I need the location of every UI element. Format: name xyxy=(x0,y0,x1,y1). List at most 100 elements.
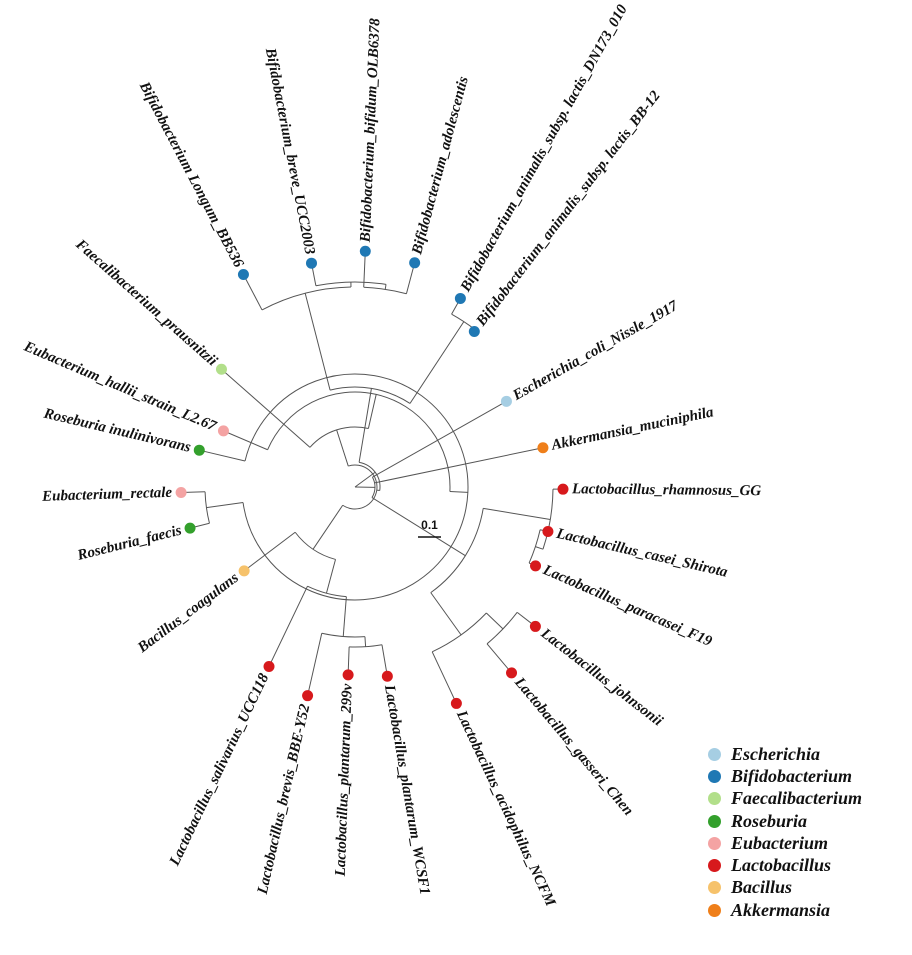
leaf-tip-dot xyxy=(238,565,250,577)
tree-branches xyxy=(181,251,563,704)
branch-line xyxy=(363,251,366,288)
branch-line xyxy=(199,449,246,462)
leaf-tip-dot xyxy=(530,560,542,572)
branch-arc xyxy=(294,531,336,560)
branch-line xyxy=(372,400,507,478)
legend-dot xyxy=(708,881,721,895)
branch-arc xyxy=(542,489,554,550)
branch-arc xyxy=(359,461,381,491)
branch-arc xyxy=(430,508,484,594)
leaf-tip-dot xyxy=(237,269,249,281)
legend-item: Faecalibacterium xyxy=(708,788,862,810)
branch-line xyxy=(449,490,468,493)
legend-dot xyxy=(708,814,721,828)
branch-arc xyxy=(261,286,351,311)
branch-line xyxy=(384,284,387,290)
leaf-tip-dot xyxy=(450,697,462,709)
leaf-tip-dot xyxy=(506,667,518,679)
branch-line xyxy=(483,507,551,521)
leaf-label: Faecalibacterium_prausnitzii xyxy=(72,236,221,370)
branch-line xyxy=(358,388,372,463)
leaf-tip-dot xyxy=(454,292,466,304)
branch-arc xyxy=(309,426,369,448)
branch-line xyxy=(364,636,367,647)
branch-line xyxy=(342,596,347,637)
legend-item: Escherichia xyxy=(708,743,862,765)
branch-arc xyxy=(528,529,541,564)
leaf-tip-dot xyxy=(542,526,554,538)
leaf-label: Bifidobacterium_adolescentis xyxy=(409,75,472,257)
legend-item: Akkermansia xyxy=(708,899,862,921)
legend-label: Bacillus xyxy=(731,877,793,898)
branch-line xyxy=(431,651,457,704)
tree-leaves: Escherichia_coli_Nissle_1917Akkermansia_… xyxy=(21,2,762,910)
legend-dot xyxy=(708,769,721,783)
leaf-label: Lactobacillus_rhamnosus_GG xyxy=(571,481,762,499)
branch-line xyxy=(486,643,512,674)
leaf-label: Escherichia_coli_Nissle_1917 xyxy=(509,298,681,405)
leaf-label: Lactobacillus_plantarum_299v xyxy=(333,683,356,877)
legend-item: Lactobacillus xyxy=(708,854,862,876)
branch-line xyxy=(243,531,296,572)
branch-arc xyxy=(242,373,469,601)
leaf-label: Lactobacillus_casei_Shirota xyxy=(554,526,730,581)
leaf-tip-dot xyxy=(500,395,512,407)
branch-line xyxy=(374,447,544,484)
legend-label: Faecalibacterium xyxy=(731,788,862,809)
legend-label: Bifidobacterium xyxy=(731,765,852,786)
leaf-tip-dot xyxy=(409,257,421,269)
leaf-label: Akkermansia_muciniphila xyxy=(549,404,715,454)
legend-dot xyxy=(708,747,721,761)
branch-arc xyxy=(431,612,487,653)
leaf-tip-dot xyxy=(342,669,354,681)
scale-bar-label: 0.1 xyxy=(421,518,438,532)
leaf-tip-dot xyxy=(381,670,393,682)
branch-line xyxy=(221,368,311,448)
branch-line xyxy=(312,504,344,550)
branch-arc xyxy=(267,391,451,492)
legend-label: Lactobacillus xyxy=(731,855,831,876)
leaf-tip-dot xyxy=(468,326,480,338)
branch-arc xyxy=(342,464,378,510)
scale-bar: 0.1 xyxy=(418,518,441,538)
branch-line xyxy=(535,546,544,550)
leaf-tip-dot xyxy=(359,245,371,257)
branch-line xyxy=(304,293,331,391)
legend-item: Bifidobacterium xyxy=(708,765,862,787)
leaf-tip-dot xyxy=(529,620,541,632)
branch-arc xyxy=(307,585,347,598)
leaf-tip-dot xyxy=(193,444,205,456)
leaf-tip-dot xyxy=(263,660,275,672)
branch-line xyxy=(409,321,465,404)
branch-arc xyxy=(329,386,411,404)
genus-legend: Escherichia Bifidobacterium Faecalibacte… xyxy=(708,743,862,921)
legend-dot xyxy=(708,836,721,850)
leaf-label: Bifidobacterium_bifidum_OLB6378 xyxy=(358,17,384,243)
leaf-label: Lactobacillus_plantarum_WCSF1 xyxy=(381,683,433,896)
leaf-tip-dot xyxy=(175,486,187,498)
legend-item: Eubacterium xyxy=(708,832,862,854)
legend-item: Roseburia xyxy=(708,810,862,832)
leaf-tip-dot xyxy=(215,363,227,375)
branch-line xyxy=(367,394,377,429)
leaf-tip-dot xyxy=(305,257,317,269)
leaf-tip-dot xyxy=(557,483,569,495)
leaf-label: Eubacterium_rectale xyxy=(41,485,173,505)
leaf-label: Bifidobacterium_breve_UCC2003 xyxy=(262,46,318,257)
leaf-tip-dot xyxy=(217,425,229,437)
legend-item: Bacillus xyxy=(708,877,862,899)
branch-arc xyxy=(315,281,387,287)
legend-dot xyxy=(708,859,721,873)
branch-line xyxy=(336,429,349,467)
leaf-label: Bifidobacterium Longum_BB536 xyxy=(135,79,246,271)
leaf-tip-dot xyxy=(184,522,196,534)
legend-label: Akkermansia xyxy=(731,899,831,920)
branch-line xyxy=(430,592,462,636)
branch-line xyxy=(371,497,466,557)
branch-line xyxy=(268,585,308,667)
leaf-label: Lactobacillus_acidophilus_NCFM xyxy=(453,707,559,909)
leaf-label: Bacillus_coagulans xyxy=(134,570,242,657)
legend-label: Eubacterium xyxy=(731,832,829,853)
leaf-label: Lactobacillus_paracasei_F19 xyxy=(540,562,715,650)
